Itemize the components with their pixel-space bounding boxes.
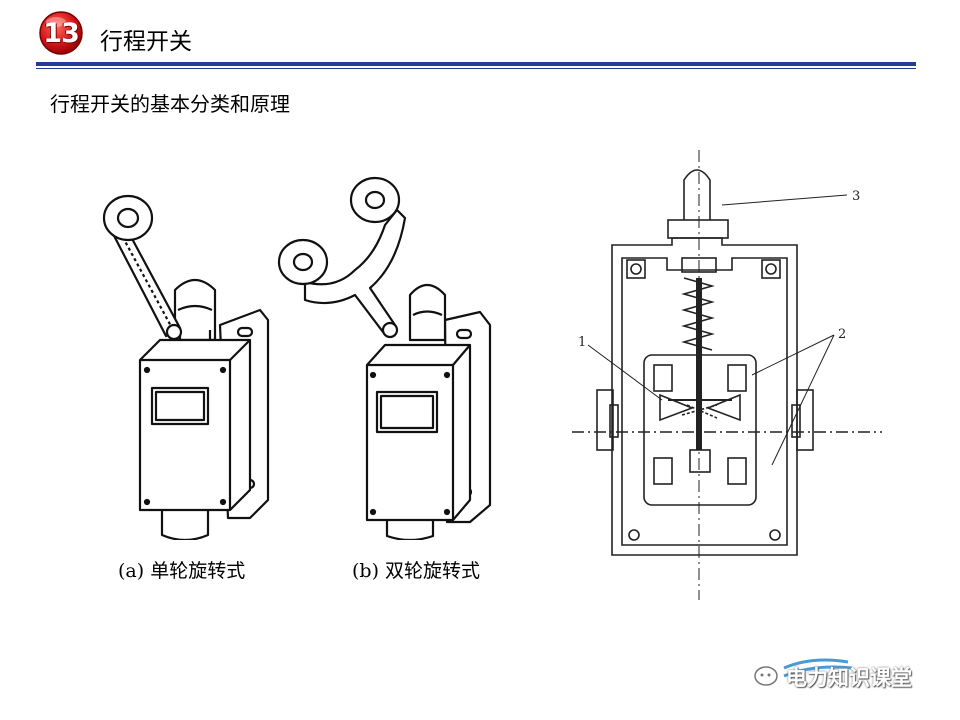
single-wheel-switch-drawing [102, 194, 270, 540]
chat-bubble-icon [754, 666, 778, 686]
page-title: 行程开关 [100, 29, 192, 55]
switch-internal-diagram: 3 1 2 [572, 150, 882, 600]
label-3: 3 [852, 189, 860, 204]
slide-number: 13 [43, 17, 80, 49]
label-2: 2 [838, 327, 846, 342]
slide-number-badge [39, 11, 83, 55]
caption-single-wheel: (a) 单轮旋转式 [118, 560, 246, 582]
watermark-text: 电力知识课堂 [786, 666, 912, 690]
label-1: 1 [578, 335, 586, 350]
double-wheel-switch-drawing [277, 176, 492, 540]
title-divider-thin [36, 68, 916, 69]
title-divider [36, 62, 916, 66]
watermark-logo [754, 658, 853, 686]
section-subtitle: 行程开关的基本分类和原理 [50, 92, 290, 116]
caption-double-wheel: (b) 双轮旋转式 [352, 560, 481, 582]
